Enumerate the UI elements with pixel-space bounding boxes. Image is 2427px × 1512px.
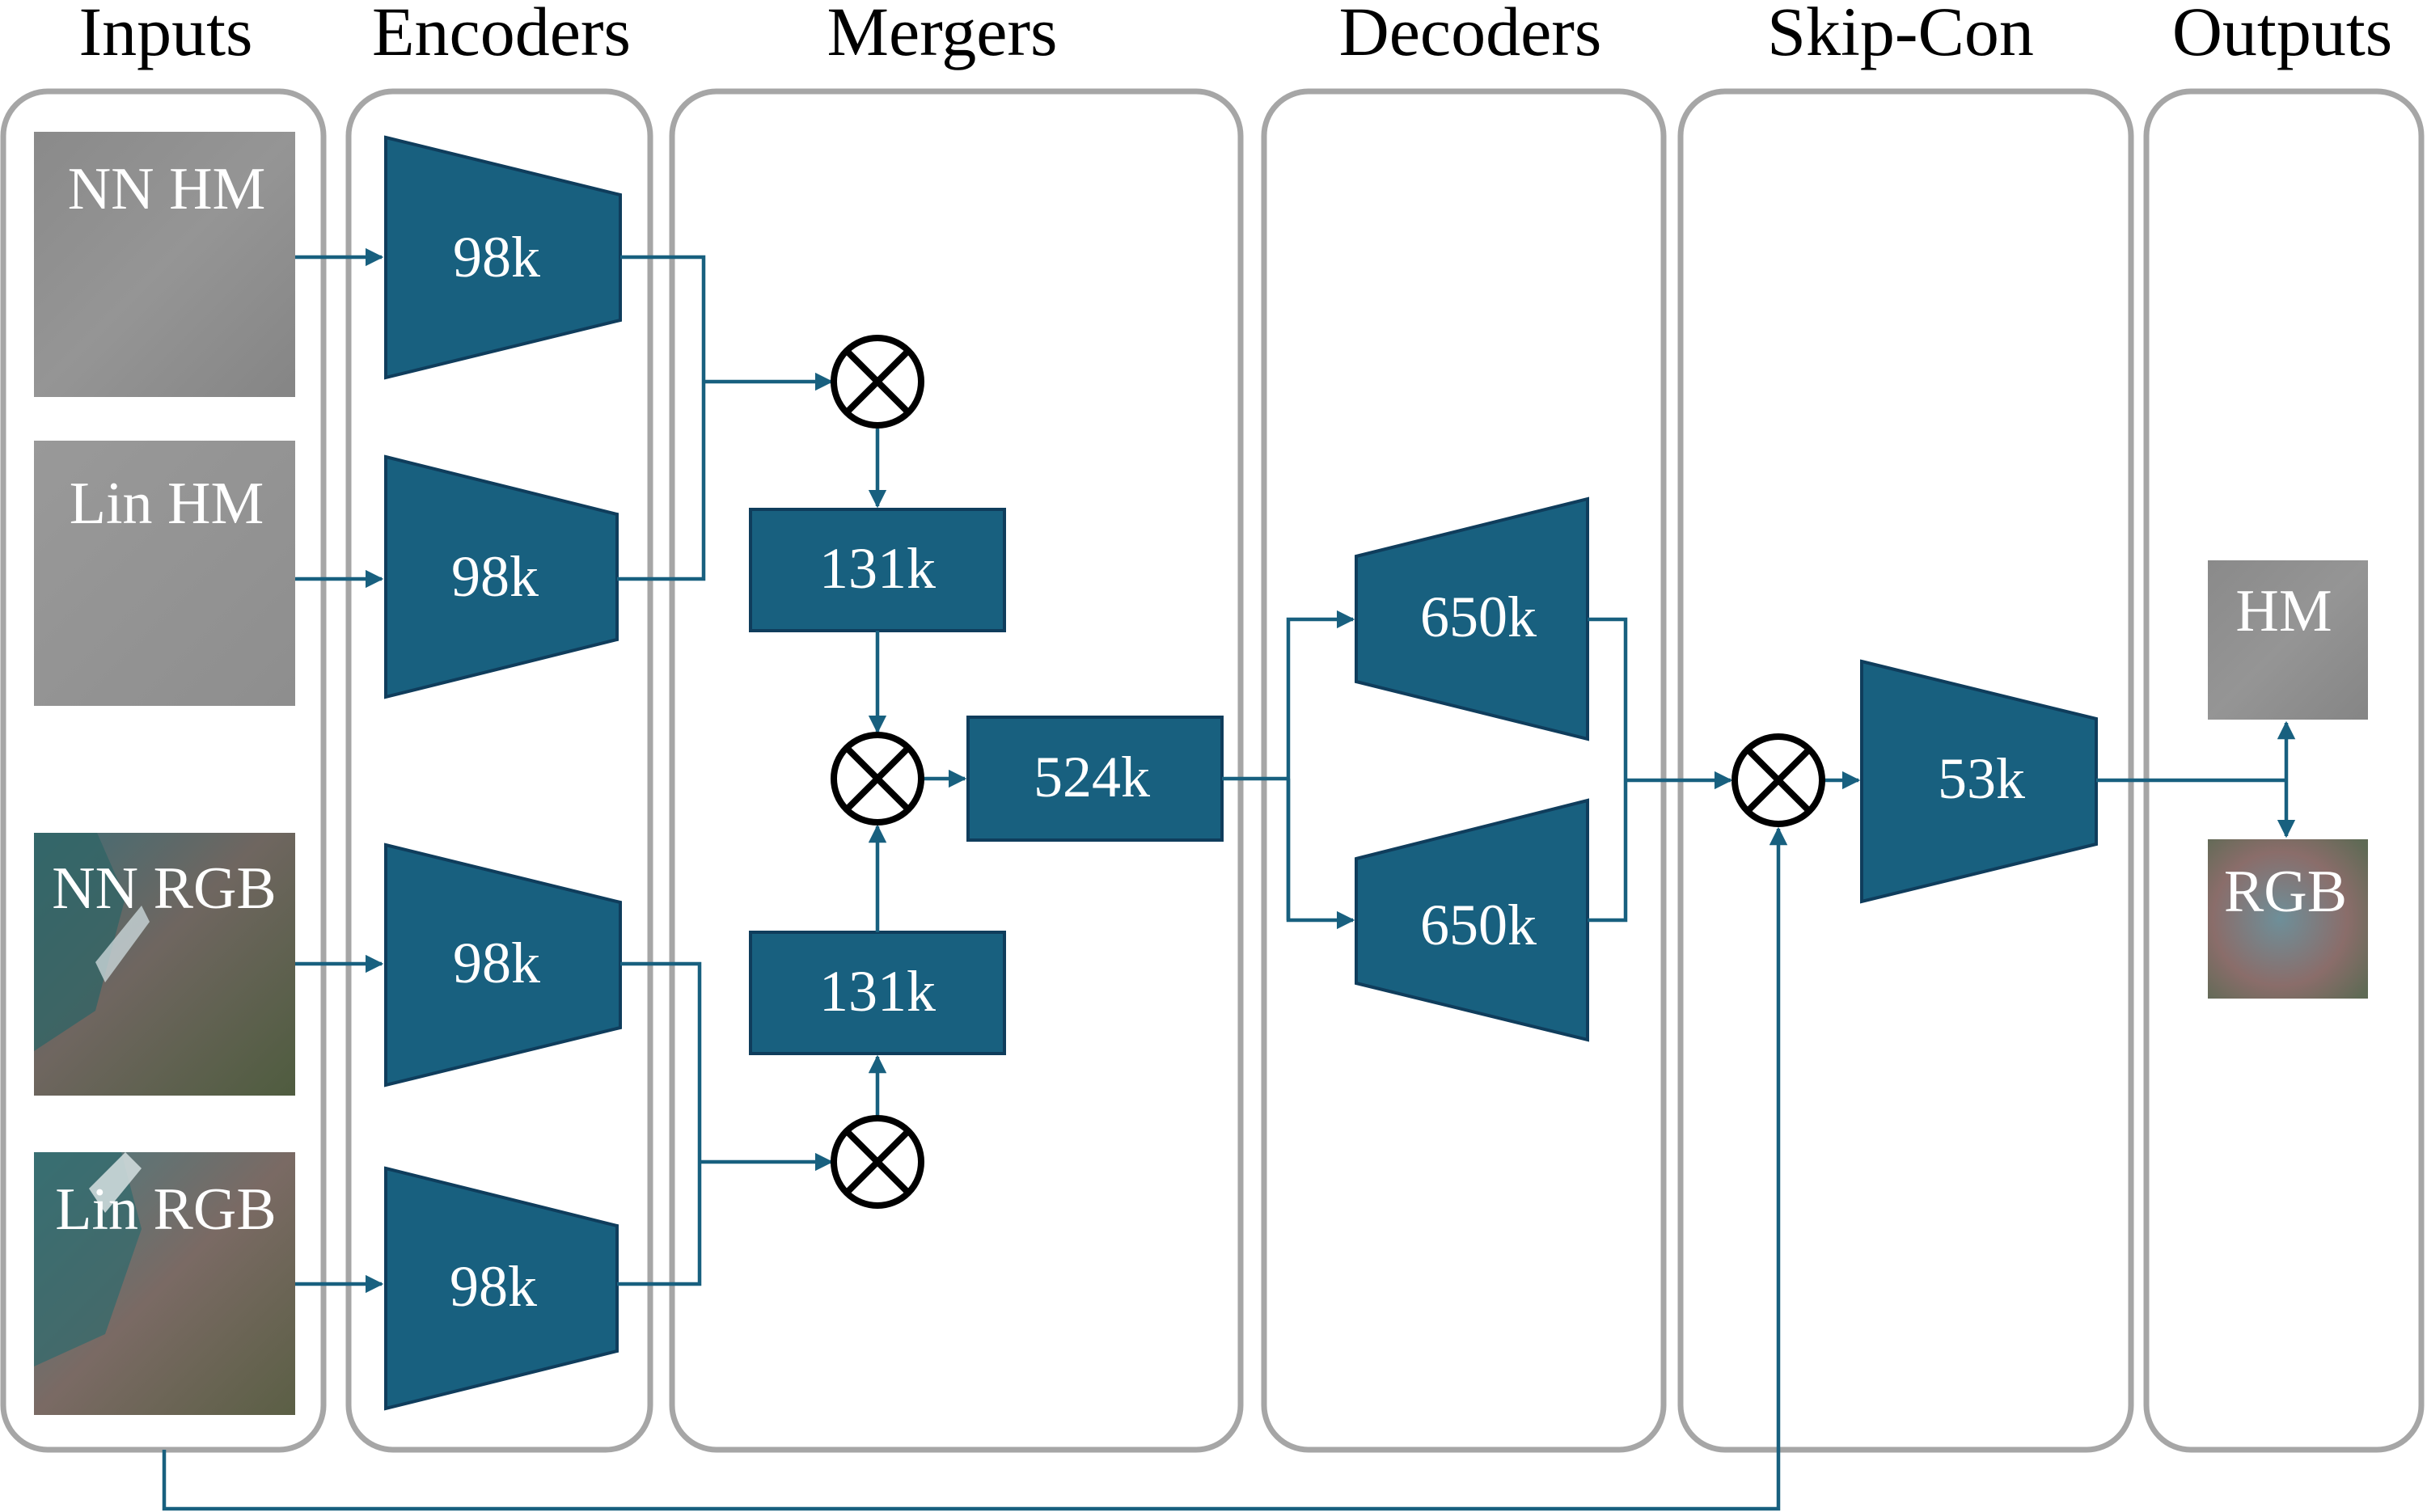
merger-top: 131k (749, 508, 1006, 632)
connections (162, 247, 2296, 1511)
header-decoders: Decoders (1339, 0, 1602, 70)
encoder-shape (384, 135, 622, 380)
merger-label: 131k (819, 536, 936, 601)
multiply-icon (1731, 733, 1825, 827)
input-label: Lin RGB (55, 1176, 276, 1243)
header-encoders: Encoders (372, 0, 631, 70)
encoder-shape (384, 454, 619, 699)
header-mergers: Mergers (827, 0, 1057, 70)
encoder-3: 98k (384, 843, 622, 1088)
header-skip-con: Skip-Con (1767, 0, 2034, 70)
encoder-label: 98k (451, 544, 539, 609)
output-image (2208, 560, 2368, 720)
output-label: HM (2235, 578, 2332, 644)
wire-encoder3-merge (617, 961, 702, 1286)
input-label: NN HM (68, 156, 266, 222)
output-rgb: RGB (2208, 839, 2368, 999)
panel-mergers (669, 88, 1244, 1453)
input-nn-hm: NN HM (34, 132, 295, 397)
encoder-label: 98k (453, 225, 540, 289)
encoder-shape (384, 1166, 619, 1411)
input-image-road (95, 906, 150, 982)
output-image (2208, 839, 2368, 999)
encoder-label: 98k (453, 931, 540, 995)
input-label: NN RGB (52, 855, 277, 922)
input-image (34, 132, 295, 397)
decoder-label: 650k (1420, 893, 1537, 957)
header-inputs: Inputs (79, 0, 253, 70)
wire-to-decoder1 (1286, 610, 1355, 920)
input-image-water (34, 1152, 142, 1366)
wire-to-decoder2 (1286, 779, 1355, 930)
input-label: Lin HM (70, 471, 264, 537)
skip-con-shape (1860, 659, 2098, 904)
encoder-1: 98k (384, 135, 622, 380)
output-label: RGB (2224, 859, 2347, 925)
input-lin-rgb: Lin RGB (34, 1152, 295, 1415)
decoder-1: 650k (1355, 496, 1589, 741)
merger-block (749, 508, 1006, 632)
skip-con-block: 53k (1860, 659, 2098, 904)
merger-label: 524k (1034, 745, 1150, 809)
panel-encoders (345, 88, 653, 1453)
skip-con-label: 53k (1938, 746, 2025, 811)
panel-skip-con (1677, 88, 2134, 1453)
multiply-icon (831, 732, 924, 826)
decoder-2: 650k (1355, 798, 1589, 1042)
input-image (34, 441, 295, 706)
encoder-4: 98k (384, 1166, 619, 1411)
panel-outputs (2143, 88, 2425, 1453)
wire-decoders-join (1588, 617, 1628, 923)
header-outputs: Outputs (2172, 0, 2392, 70)
input-nn-rgb: NN RGB (34, 833, 295, 1096)
multiply-icon (831, 1115, 924, 1209)
input-image-water (34, 833, 125, 1051)
wire-encoder1-merge (617, 255, 706, 581)
merger-bottom: 131k (749, 931, 1006, 1055)
decoder-shape (1355, 496, 1589, 741)
encoder-label: 98k (450, 1254, 537, 1319)
encoder-2: 98k (384, 454, 619, 699)
decoder-shape (1355, 798, 1589, 1042)
merger-combined: 524k (966, 716, 1224, 842)
encoder-shape (384, 843, 622, 1088)
decoder-label: 650k (1420, 585, 1537, 649)
multiply-icon (831, 335, 924, 429)
input-lin-hm: Lin HM (34, 441, 295, 706)
panel-decoders (1261, 88, 1667, 1453)
input-image-road (89, 1152, 142, 1213)
merger-label: 131k (819, 959, 936, 1024)
output-hm: HM (2208, 560, 2368, 720)
wire-skip-connection (162, 826, 1788, 1511)
